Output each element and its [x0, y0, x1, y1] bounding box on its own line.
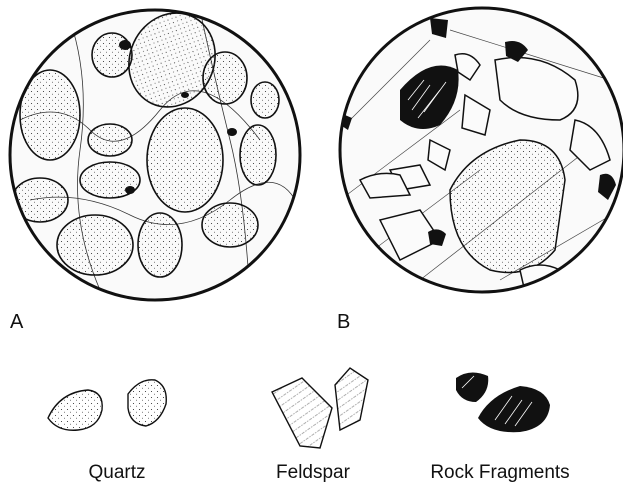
- rock-fragment-icon: [456, 372, 550, 432]
- panel-b-label: B: [337, 312, 350, 332]
- quartz-grain-icon: [48, 380, 166, 430]
- legend-rock-fragments-label: Rock Fragments: [400, 463, 600, 482]
- panel-a-thin-section: [5, 0, 305, 305]
- legend-quartz-label: Quartz: [62, 463, 172, 482]
- legend-feldspar-label: Feldspar: [258, 463, 368, 482]
- panel-a-label: A: [10, 312, 23, 332]
- feldspar-grain-icon: [272, 368, 368, 448]
- panel-b-thin-section: [338, 6, 623, 296]
